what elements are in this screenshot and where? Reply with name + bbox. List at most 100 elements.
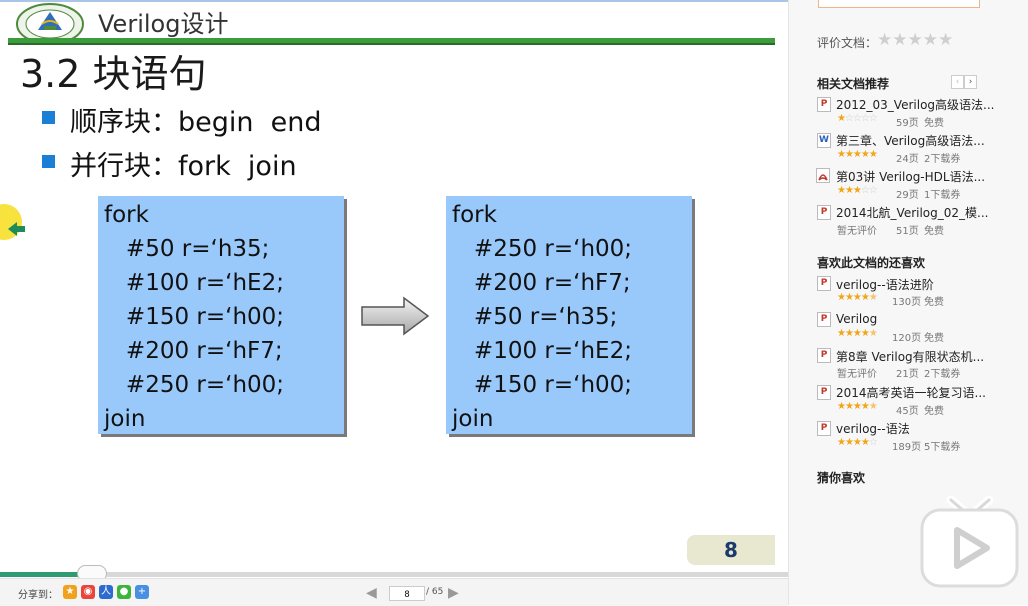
doc-no-rating: 暂无评价 — [837, 369, 877, 380]
page-total: / 65 — [426, 587, 444, 597]
doc-price: 免费 — [924, 118, 944, 129]
bullet-marker — [42, 111, 55, 124]
liked-doc-title[interactable]: 2014高考英语一轮复习语... — [836, 386, 986, 400]
related-doc-title[interactable]: 第三章、Verilog高级语法... — [836, 134, 985, 148]
renren-icon[interactable]: 人 — [99, 585, 113, 599]
header-divider — [8, 38, 775, 43]
right-arrow-icon — [361, 296, 430, 336]
related-doc-title[interactable]: 第03讲 Verilog-HDL语法... — [836, 170, 986, 184]
sidebar-top-box — [818, 0, 980, 8]
university-logo-icon — [16, 3, 84, 45]
doc-pages: 29页 — [896, 190, 919, 201]
chevron-right-icon[interactable]: › — [964, 75, 977, 89]
header-divider-shadow — [8, 43, 775, 45]
pdf-file-icon — [816, 168, 830, 183]
related-doc-title[interactable]: 2012_03_Verilog高级语法... — [836, 98, 995, 112]
code-line: #250 r=‘h00; — [104, 372, 285, 398]
code-line: join — [452, 406, 494, 432]
doc-rating-stars: ★★★★★ — [837, 328, 878, 339]
doc-price: 免费 — [924, 333, 944, 344]
star-icon[interactable]: ★ — [938, 30, 954, 50]
doc-price: 5下载券 — [924, 442, 961, 453]
ppt-file-icon: P — [817, 276, 831, 291]
doc-rating-stars: ★★★★★ — [837, 401, 878, 412]
slide-viewer: Verilog设计 3.2 块语句 顺序块：begin end 并行块：fork… — [0, 0, 788, 565]
code-line: #250 r=‘h00; — [452, 236, 633, 262]
code-line: #200 r=‘hF7; — [104, 338, 283, 364]
chevron-left-icon[interactable]: ‹ — [951, 75, 964, 89]
top-border — [0, 0, 788, 2]
doc-price: 2下载券 — [924, 154, 961, 165]
doc-pages: 120页 — [892, 333, 922, 344]
star-icon[interactable]: ★ — [892, 30, 908, 50]
wechat-icon[interactable]: ● — [117, 585, 131, 599]
more-share-icon[interactable]: + — [135, 585, 149, 599]
doc-pages: 24页 — [896, 154, 919, 165]
share-label: 分享到： — [18, 590, 58, 601]
code-line: #100 r=‘hE2; — [104, 270, 284, 296]
progress-track[interactable] — [0, 572, 788, 577]
next-page-icon[interactable]: ▶ — [448, 585, 459, 601]
doc-rating-stars: ★★★☆☆ — [837, 185, 878, 196]
prev-page-icon[interactable]: ◀ — [366, 585, 377, 601]
doc-price: 2下载券 — [924, 369, 961, 380]
slide-page-number: 8 — [687, 535, 775, 565]
code-box-original: fork #50 r=‘h35; #100 r=‘hE2; #150 r=‘h0… — [98, 196, 344, 434]
ppt-file-icon: P — [817, 312, 831, 327]
guess-you-like-title: 猜你喜欢 — [817, 471, 866, 485]
code-line: #50 r=‘h35; — [104, 236, 270, 262]
qzone-icon[interactable]: ★ — [63, 585, 77, 599]
doc-rating-stars: ★★★★★ — [837, 292, 878, 303]
doc-pages: 45页 — [896, 406, 919, 417]
doc-pages: 130页 — [892, 297, 922, 308]
back-arrow-icon[interactable] — [6, 219, 26, 239]
rating-label: 评价文档： — [817, 36, 878, 50]
bullet-parallel-block: 并行块：fork join — [70, 151, 297, 182]
related-docs-title: 相关文档推荐 — [817, 77, 890, 91]
doc-rating-stars: ★☆☆☆☆ — [837, 113, 878, 124]
page-number-input[interactable] — [389, 586, 425, 601]
ppt-file-icon: P — [817, 385, 831, 400]
star-icon[interactable]: ★ — [922, 30, 938, 50]
slide-title: 3.2 块语句 — [20, 52, 207, 96]
code-line: #150 r=‘h00; — [452, 372, 633, 398]
code-line: #100 r=‘hE2; — [452, 338, 632, 364]
star-icon[interactable]: ★ — [877, 30, 893, 50]
ppt-file-icon: P — [817, 205, 831, 220]
doc-pages: 189页 — [892, 442, 922, 453]
code-line: join — [104, 406, 146, 432]
code-line: #50 r=‘h35; — [452, 304, 618, 330]
code-line: #200 r=‘hF7; — [452, 270, 631, 296]
doc-price: 1下载券 — [924, 190, 961, 201]
word-file-icon: W — [817, 133, 831, 148]
bullet-marker — [42, 155, 55, 168]
doc-price: 免费 — [924, 226, 944, 237]
code-line: fork — [452, 202, 497, 228]
star-icon[interactable]: ★ — [907, 30, 923, 50]
liked-docs-title: 喜欢此文档的还喜欢 — [817, 256, 926, 270]
tv-logo-icon — [920, 496, 1019, 588]
bullet-sequential-block: 顺序块：begin end — [70, 107, 322, 138]
ppt-file-icon: P — [817, 421, 831, 436]
liked-doc-title[interactable]: verilog--语法进阶 — [836, 278, 934, 292]
doc-pages: 21页 — [896, 369, 919, 380]
code-box-execution-order: fork #250 r=‘h00; #200 r=‘hF7; #50 r=‘h3… — [446, 196, 692, 434]
code-line: fork — [104, 202, 149, 228]
weibo-icon[interactable]: ◉ — [81, 585, 95, 599]
liked-doc-title[interactable]: 第8章 Verilog有限状态机... — [836, 350, 985, 364]
related-doc-title[interactable]: 2014北航_Verilog_02_模... — [836, 206, 989, 220]
liked-doc-title[interactable]: verilog--语法 — [836, 422, 910, 436]
slide-header-title: Verilog设计 — [98, 10, 229, 38]
doc-rating-stars: ★★★★★ — [837, 149, 878, 160]
rating-stars[interactable]: ★★★★★ — [877, 30, 953, 50]
doc-price: 免费 — [924, 297, 944, 308]
ppt-file-icon: P — [817, 97, 831, 112]
ppt-file-icon: P — [817, 348, 831, 363]
progress-fill — [0, 572, 84, 577]
doc-no-rating: 暂无评价 — [837, 226, 877, 237]
code-line: #150 r=‘h00; — [104, 304, 285, 330]
liked-doc-title[interactable]: Verilog — [836, 312, 878, 326]
doc-pages: 51页 — [896, 226, 919, 237]
doc-price: 免费 — [924, 406, 944, 417]
doc-rating-stars: ★★★★☆ — [837, 437, 878, 448]
